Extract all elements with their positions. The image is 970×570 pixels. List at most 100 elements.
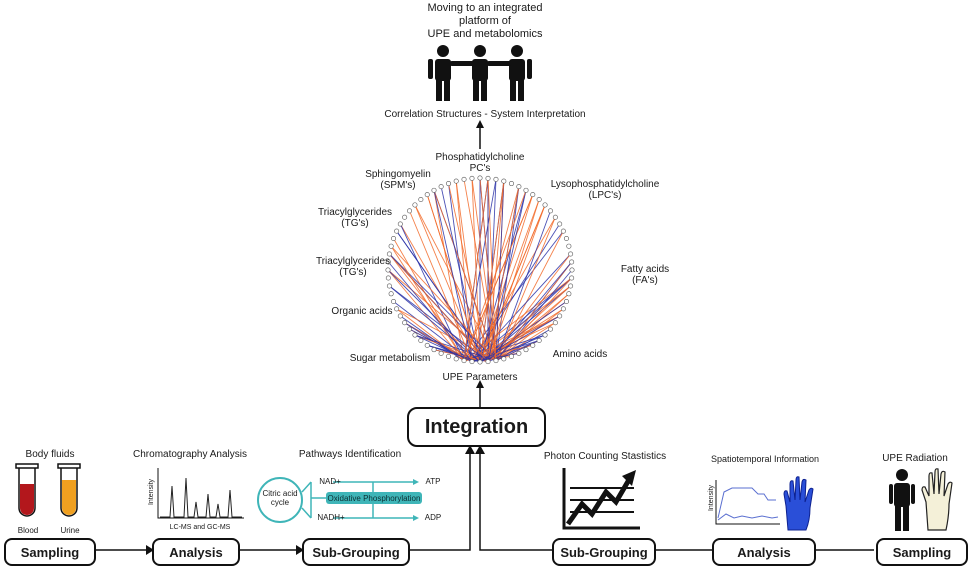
spatiotemporal-ylabel: Intensity — [708, 484, 715, 512]
title-line-3: UPE and metabolomics — [427, 28, 543, 40]
label-fa-1: Fatty acids — [620, 264, 670, 275]
label-sugar-metabolism: Sugar metabolism — [349, 353, 431, 364]
label-spm-2: (SPM's) — [380, 180, 416, 191]
integration-box[interactable]: Integration — [407, 407, 546, 447]
network-node — [385, 267, 391, 273]
network-node — [530, 192, 536, 198]
network-node — [530, 342, 536, 348]
network-node — [453, 356, 459, 362]
network-edge — [495, 217, 556, 361]
label-pc-1: Phosphatidylcholine — [435, 152, 525, 163]
network-edge — [487, 199, 540, 362]
people-icon — [428, 45, 532, 101]
label-upe-parameters: UPE Parameters — [442, 372, 518, 383]
network-node — [508, 181, 514, 187]
left-subgrouping-box[interactable]: Sub-Grouping — [302, 538, 410, 566]
network-node — [566, 291, 572, 297]
network-node — [516, 350, 522, 356]
network-edge — [448, 183, 489, 362]
atp-label: ATP — [425, 477, 441, 486]
network-edge — [390, 245, 497, 361]
spatiotemporal-plot — [715, 480, 780, 525]
right-sampling-box[interactable]: Sampling — [876, 538, 968, 566]
network-node — [386, 283, 392, 289]
network-edge — [390, 245, 465, 361]
network-edge — [463, 179, 497, 361]
label-tg1-2: (TG's) — [341, 218, 369, 229]
network-edge — [495, 293, 570, 361]
network-edge — [471, 217, 556, 362]
network-node — [477, 175, 483, 181]
adp-label: ADP — [424, 513, 442, 522]
right-subgrouping-box[interactable]: Sub-Grouping — [552, 538, 656, 566]
network-node — [547, 326, 553, 332]
network-node — [431, 187, 437, 193]
network-edge — [487, 178, 497, 361]
network-node — [493, 358, 499, 364]
network-edge — [495, 308, 564, 361]
correlation-network — [385, 175, 575, 365]
network-node — [557, 221, 563, 227]
network-node — [397, 313, 403, 319]
left-sampling-box[interactable]: Sampling — [4, 538, 96, 566]
chromatogram-xlabel: LC-MS and GC-MS — [169, 524, 231, 531]
network-edge — [495, 181, 505, 361]
chromatogram-plot — [157, 468, 244, 519]
network-edge — [414, 204, 481, 363]
test-tubes-icon — [15, 463, 81, 517]
right-analysis-box[interactable]: Analysis — [712, 538, 816, 566]
network-node — [563, 236, 569, 242]
network-node — [461, 358, 467, 364]
network-edge — [414, 334, 473, 363]
pathways-title: Pathways Identification — [298, 449, 402, 460]
network-edge — [463, 178, 489, 361]
photon-title: Photon Counting Stastistics — [543, 451, 667, 462]
oxphos-label: Oxidative Phosphorylation — [327, 494, 421, 503]
network-node — [569, 267, 575, 273]
pathway-diagram — [257, 477, 422, 523]
label-lpc-1: Lysophosphatidylcholine — [550, 179, 660, 190]
network-node — [388, 291, 394, 297]
network-node — [418, 197, 424, 203]
network-node — [501, 356, 507, 362]
network-edge — [463, 194, 534, 361]
label-fa-2: (FA's) — [632, 275, 658, 286]
title-line-1: Moving to an integrated — [427, 2, 543, 14]
spatiotemporal-title: Spatiotemporal Information — [710, 454, 820, 464]
glove-icon — [783, 476, 814, 531]
network-node — [560, 228, 566, 234]
network-node — [394, 228, 400, 234]
network-node — [469, 175, 475, 181]
network-edge — [433, 190, 497, 361]
network-node — [412, 202, 418, 208]
network-edge — [487, 261, 572, 362]
network-node — [385, 259, 391, 265]
network-edge — [433, 190, 473, 362]
network-edge — [393, 238, 465, 361]
network-edge — [427, 344, 481, 363]
nad-label: NAD+ — [319, 477, 341, 486]
network-node — [542, 202, 548, 208]
arrow-to-network — [476, 380, 484, 407]
title-line-2: platform of — [459, 15, 511, 27]
nadh-label: NADH+ — [317, 513, 345, 522]
left-analysis-box[interactable]: Analysis — [152, 538, 240, 566]
network-node — [516, 184, 522, 190]
network-node — [568, 251, 574, 257]
network-node — [536, 197, 542, 203]
network-node — [402, 214, 408, 220]
network-edge — [389, 253, 489, 362]
network-node — [569, 259, 575, 265]
network-edge — [495, 322, 556, 361]
network-node — [560, 306, 566, 312]
network-node — [446, 353, 452, 359]
network-node — [431, 347, 437, 353]
network-node — [461, 176, 467, 182]
network-node — [402, 320, 408, 326]
network-edge — [463, 190, 527, 361]
network-node — [493, 176, 499, 182]
blood-label: Blood — [17, 526, 39, 535]
chromatogram-ylabel: Intensity — [148, 478, 155, 506]
arrow-to-correlation — [476, 120, 484, 149]
label-lpc-2: (LPC's) — [588, 190, 622, 201]
